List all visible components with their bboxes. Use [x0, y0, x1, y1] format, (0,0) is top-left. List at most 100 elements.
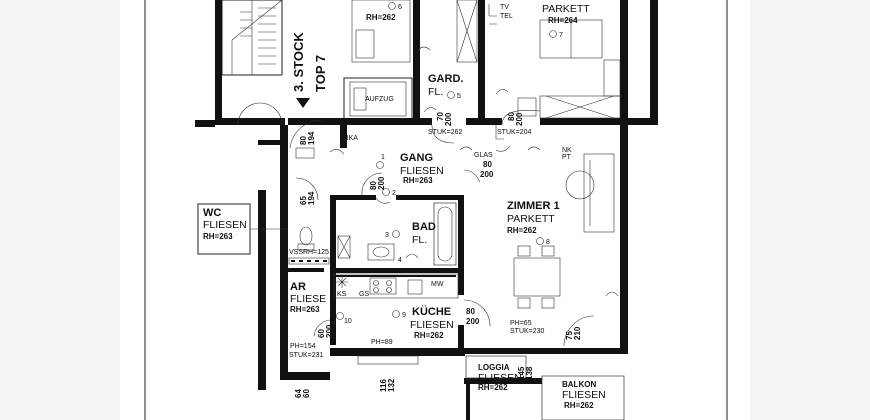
- svg-text:3: 3: [385, 232, 389, 239]
- wc-height: RH=263: [203, 232, 233, 241]
- gang-floor: FLIESEN: [400, 165, 444, 177]
- svg-text:TEL: TEL: [500, 13, 513, 20]
- svg-text:6: 6: [398, 4, 402, 11]
- svg-text:60: 60: [302, 389, 311, 398]
- svg-text:8: 8: [546, 239, 550, 246]
- svg-text:STUK=231: STUK=231: [289, 352, 324, 359]
- sofa-icon: [583, 153, 615, 233]
- svg-text:VSS: VSS: [289, 249, 303, 256]
- kueche-height: RH=262: [414, 331, 444, 340]
- svg-text:PH=154: PH=154: [290, 343, 316, 350]
- svg-text:138: 138: [525, 366, 534, 380]
- ceiling-light-icon: [392, 310, 400, 318]
- toilet-icon: [299, 226, 313, 246]
- svg-text:STUK=230: STUK=230: [368, 348, 403, 355]
- svg-text:194: 194: [307, 131, 316, 145]
- ceiling-light-icon: [376, 161, 384, 169]
- ceiling-light-icon: [536, 237, 544, 245]
- sink-icon: [367, 243, 395, 261]
- bedroom-floor: PARKETT: [542, 3, 590, 15]
- exhaust-icon: [336, 276, 348, 288]
- svg-text:80: 80: [299, 136, 308, 145]
- stair-unit-label: TOP 7: [313, 55, 328, 92]
- door-gard: 70 200 STUK=262: [428, 112, 463, 144]
- loggia-name: LOGGIA: [478, 363, 510, 372]
- garderobe: GARD. FL. 5: [423, 73, 463, 113]
- balkon-name: BALKON: [562, 380, 596, 389]
- loggia: LOGGIA FLIESEN RH=262 145 138: [465, 355, 534, 392]
- svg-text:PT: PT: [562, 154, 572, 161]
- svg-text:145: 145: [517, 366, 526, 380]
- wc: WC FLIESEN RH=263 65 194 VSS RH=125: [197, 177, 330, 265]
- svg-text:64: 64: [294, 389, 303, 398]
- svg-text:MW: MW: [431, 281, 444, 288]
- svg-text:200: 200: [515, 112, 524, 126]
- kueche-floor: FLIESEN: [410, 319, 454, 331]
- svg-text:116: 116: [379, 379, 388, 392]
- svg-text:60: 60: [317, 329, 326, 338]
- kitchen-sink-icon: [407, 279, 423, 295]
- bad-floor: FL.: [412, 234, 427, 246]
- ceiling-light-icon: [382, 188, 390, 196]
- svg-text:200: 200: [466, 317, 480, 326]
- loggia-floor: FLIESEN: [478, 372, 522, 384]
- svg-text:80: 80: [369, 181, 378, 190]
- svg-text:GLAS: GLAS: [474, 152, 493, 159]
- svg-text:200: 200: [377, 176, 386, 190]
- balkon-floor: FLIESEN: [562, 389, 606, 401]
- gang-height: RH=263: [403, 176, 433, 185]
- svg-text:200: 200: [444, 112, 453, 126]
- svg-text:4: 4: [398, 257, 402, 264]
- zimmer-name: ZIMMER 1: [507, 200, 560, 212]
- bad-name: BAD: [412, 221, 436, 233]
- svg-text:KS: KS: [337, 291, 347, 298]
- svg-text:TV: TV: [500, 4, 509, 11]
- stairwell: 3. STOCK TOP 7: [221, 0, 328, 108]
- garderobe-name: GARD.: [428, 73, 463, 85]
- stair-floor-label: 3. STOCK: [291, 32, 306, 92]
- svg-text:7: 7: [559, 32, 563, 39]
- svg-text:STUK=230: STUK=230: [510, 328, 545, 335]
- walls: [195, 0, 658, 390]
- bedroom-height: RH=264: [548, 16, 578, 25]
- door-bedroom: 80 200 STUK=204: [495, 110, 541, 140]
- loggia-height: RH=262: [478, 383, 508, 392]
- wc-name: WC: [203, 207, 221, 219]
- bottom-dimensions: 64 60 116 132: [294, 355, 419, 398]
- stove-icon: [369, 277, 397, 295]
- bedroom: PARKETT RH=264 7: [495, 3, 621, 119]
- zimmer-1: NK PT ZIMMER 1 PARKETT RH=262 8 PH=65 ST…: [495, 145, 619, 347]
- zimmer-floor: PARKETT: [507, 213, 555, 225]
- table-icon: [513, 257, 561, 297]
- svg-text:2: 2: [392, 190, 396, 197]
- balkon-height: RH=262: [564, 401, 594, 410]
- svg-text:65: 65: [299, 196, 308, 205]
- svg-text:70: 70: [436, 112, 445, 121]
- zimmer-height: RH=262: [507, 226, 537, 235]
- svg-text:200: 200: [325, 324, 334, 338]
- gang: GANG FLIESEN RH=263 1 2 80 200 GLAS 80 2…: [361, 146, 541, 197]
- svg-text:80: 80: [483, 160, 492, 169]
- ceiling-light-icon: [336, 312, 344, 320]
- door-entry: 80 194 SIKA: [237, 102, 358, 159]
- svg-text:RH=125: RH=125: [303, 249, 329, 256]
- svg-text:132: 132: [387, 378, 396, 392]
- ar-name: AR: [290, 281, 306, 293]
- svg-text:PH=65: PH=65: [510, 320, 532, 327]
- ar-floor: FLIESE: [290, 293, 326, 305]
- svg-text:9: 9: [402, 312, 406, 319]
- gang-name: GANG: [400, 152, 433, 164]
- top-left-room-height: RH=262: [366, 13, 396, 22]
- svg-text:1: 1: [381, 154, 385, 161]
- bad: BAD FL. 3 4: [337, 197, 457, 266]
- svg-text:STUK=262: STUK=262: [428, 129, 463, 136]
- svg-text:10: 10: [344, 318, 352, 325]
- ceiling-light-icon: [392, 230, 400, 238]
- svg-text:80: 80: [466, 307, 475, 316]
- ceiling-light-icon: [388, 2, 396, 10]
- balkon: BALKON FLIESEN RH=262: [466, 375, 625, 420]
- kueche: KS GS MW KÜCHE FLIESEN RH=262 9 PH=89 ST…: [333, 273, 491, 355]
- svg-text:5: 5: [457, 93, 461, 100]
- svg-text:210: 210: [573, 326, 582, 340]
- kueche-name: KÜCHE: [412, 305, 451, 318]
